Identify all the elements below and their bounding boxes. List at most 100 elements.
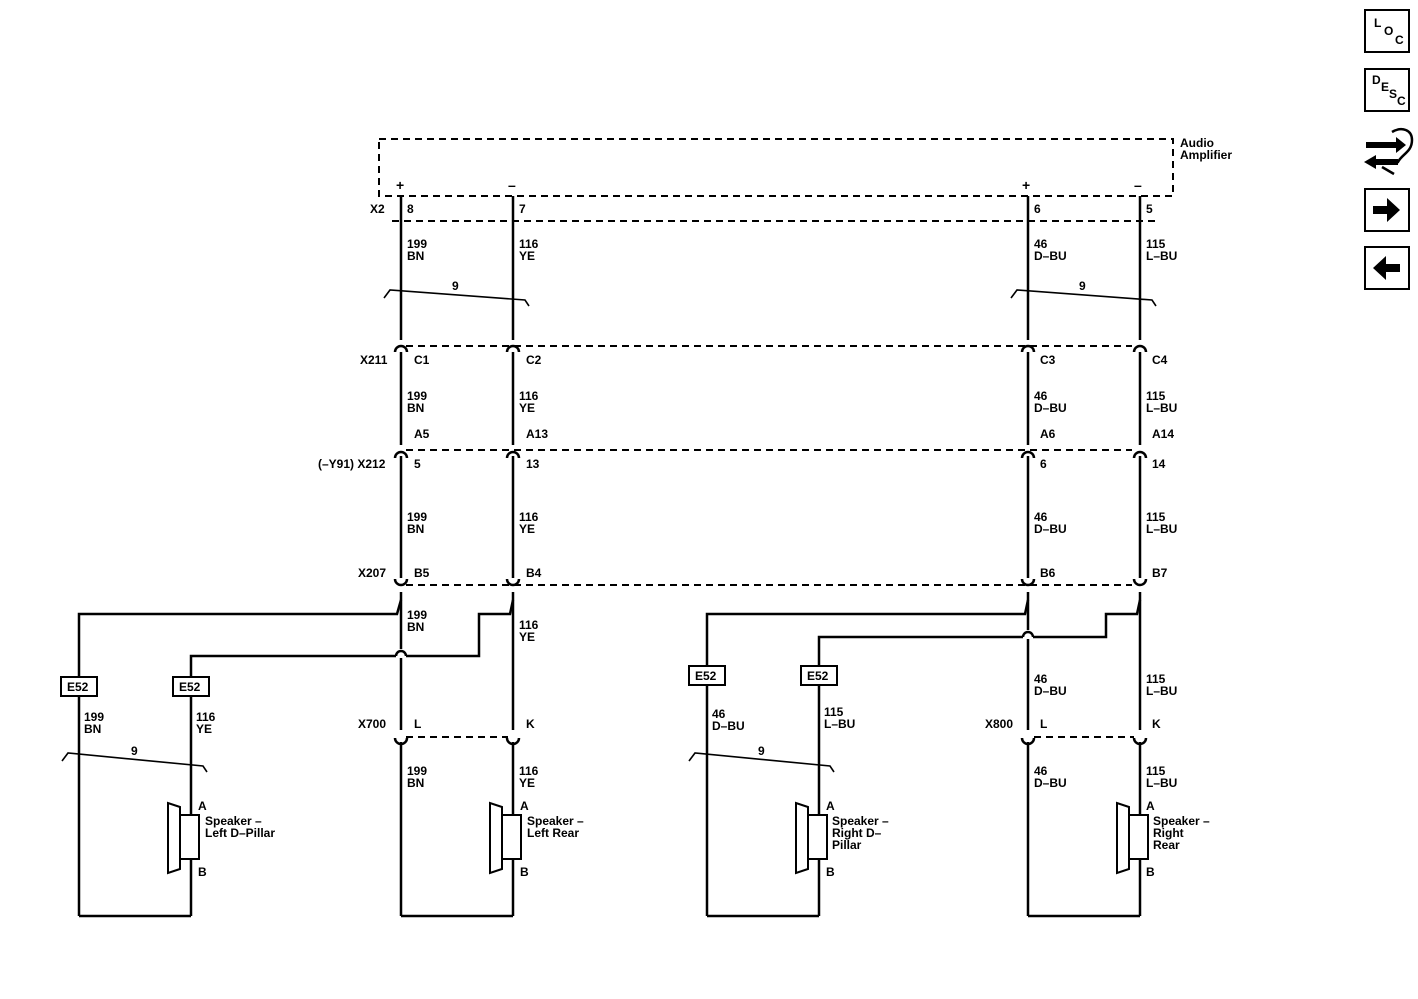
next-page-button[interactable] <box>1364 188 1410 232</box>
wire-color: BN <box>407 776 424 790</box>
pin-label: B5 <box>414 566 430 580</box>
arrow-left-icon <box>1373 256 1400 280</box>
circuit-number: 115 <box>1146 237 1166 251</box>
minus-sign: – <box>1134 177 1142 193</box>
arrow-right-icon <box>1373 198 1400 222</box>
left-branch-wiring <box>77 599 515 918</box>
circuit-number: 199 <box>407 764 427 778</box>
wire-color: D–BU <box>1034 684 1067 698</box>
wire-color: D–BU <box>1034 776 1067 790</box>
speaker-pin-b: B <box>198 865 207 879</box>
wire-labels: 199 BN 116 YE 46 D–BU 115 L–BU 199 BN 11… <box>84 237 1177 790</box>
pin-label: B6 <box>1040 566 1056 580</box>
splice-e52-left-1: E52 <box>60 676 98 697</box>
pin-label: B4 <box>526 566 542 580</box>
splice-label: E52 <box>807 669 829 683</box>
wire-color: BN <box>407 401 424 415</box>
twisted-pair-indicators: 9 9 9 9 <box>61 279 1157 773</box>
speaker-label: Pillar <box>832 838 862 852</box>
audio-amplifier-module: Audio Amplifier + – + – <box>378 136 1232 197</box>
pin-label: A14 <box>1152 427 1174 441</box>
wire-color: BN <box>407 522 424 536</box>
pin-label: 13 <box>526 457 540 471</box>
amplifier-name-2: Amplifier <box>1180 148 1232 162</box>
pin-label: 7 <box>519 202 526 216</box>
amplifier-name-1: Audio <box>1180 136 1214 150</box>
pin-label: L <box>414 717 421 731</box>
wire-color: YE <box>196 722 212 736</box>
circuit-number: 116 <box>519 237 539 251</box>
wire-color: L–BU <box>1146 401 1177 415</box>
wire-group-right <box>1026 196 1142 918</box>
wire-color: YE <box>519 776 535 790</box>
circuit-number: 116 <box>519 618 539 632</box>
wire-color: YE <box>519 401 535 415</box>
splice-label: E52 <box>179 680 201 694</box>
circuit-number: 46 <box>1034 672 1048 686</box>
desc-letter: S <box>1389 87 1398 101</box>
pin-label: 5 <box>1146 202 1153 216</box>
location-button[interactable]: L O C <box>1364 9 1410 53</box>
pin-label: B7 <box>1152 566 1168 580</box>
speaker-label: Speaker – <box>527 814 584 828</box>
speaker-label: Right D– <box>832 826 882 840</box>
pin-label: L <box>1040 717 1047 731</box>
speaker-label: Speaker – <box>1153 814 1210 828</box>
wire-color: L–BU <box>1146 522 1177 536</box>
pin-label: K <box>526 717 535 731</box>
connector-x207-label: X207 <box>358 566 386 580</box>
splice-label: E52 <box>695 669 717 683</box>
twist-label: 9 <box>758 744 765 758</box>
circuit-number: 116 <box>519 510 539 524</box>
wire-color: L–BU <box>1146 776 1177 790</box>
pin-label: A5 <box>414 427 430 441</box>
splice-label: E52 <box>67 680 89 694</box>
connector-x2-label: X2 <box>370 202 385 216</box>
speaker-left-rear: A B Speaker – Left Rear <box>489 799 584 879</box>
circuit-number: 115 <box>824 705 844 719</box>
speaker-pin-b: B <box>1146 865 1155 879</box>
circuit-number: 46 <box>1034 389 1048 403</box>
amplifier-outline <box>378 138 1174 197</box>
wire-color: BN <box>407 620 424 634</box>
pin-label: A6 <box>1040 427 1056 441</box>
wire-color: D–BU <box>1034 401 1067 415</box>
desc-letter: C <box>1397 94 1406 108</box>
connector-x800-label: X800 <box>985 717 1013 731</box>
circuit-number: 115 <box>1146 672 1166 686</box>
pin-label: C4 <box>1152 353 1168 367</box>
speaker-label: Left Rear <box>527 826 579 840</box>
speaker-right-d-pillar: A B Speaker – Right D– Pillar <box>795 799 889 879</box>
splice-e52-right-1: E52 <box>688 665 726 686</box>
desc-letter: E <box>1381 80 1390 94</box>
speaker-right-rear: A B Speaker – Right Rear <box>1116 799 1210 879</box>
pin-label: K <box>1152 717 1161 731</box>
circuit-number: 46 <box>1034 764 1048 778</box>
description-button[interactable]: D E S C <box>1364 68 1410 112</box>
pin-label: C3 <box>1040 353 1056 367</box>
connector-x211-label: X211 <box>360 353 388 367</box>
wire-color: YE <box>519 522 535 536</box>
speaker-label: Rear <box>1153 838 1180 852</box>
wire-crossovers <box>394 630 1035 658</box>
desc-letter: D <box>1372 73 1381 87</box>
wire-color: BN <box>84 722 101 736</box>
speaker-left-d-pillar: A B Speaker – Left D–Pillar <box>167 799 275 879</box>
circuit-number: 199 <box>407 608 427 622</box>
loc-letter: O <box>1384 24 1394 38</box>
pin-label: 8 <box>407 202 414 216</box>
twist-label: 9 <box>131 744 138 758</box>
pin-labels: 8 7 6 5 C1 C2 C3 C4 A5 A13 A6 A14 5 13 6… <box>407 202 1174 731</box>
circuit-number: 115 <box>1146 389 1166 403</box>
connector-view-icon[interactable] <box>1362 122 1416 178</box>
pin-label: A13 <box>526 427 548 441</box>
speaker-pin-a: A <box>1146 799 1155 813</box>
circuit-number: 199 <box>407 389 427 403</box>
previous-page-button[interactable] <box>1364 246 1410 290</box>
connector-x212-label: (–Y91) X212 <box>318 457 386 471</box>
twist-label: 9 <box>452 279 459 293</box>
speaker-pin-a: A <box>520 799 529 813</box>
circuit-number: 46 <box>712 707 726 721</box>
speaker-label: Speaker – <box>832 814 889 828</box>
